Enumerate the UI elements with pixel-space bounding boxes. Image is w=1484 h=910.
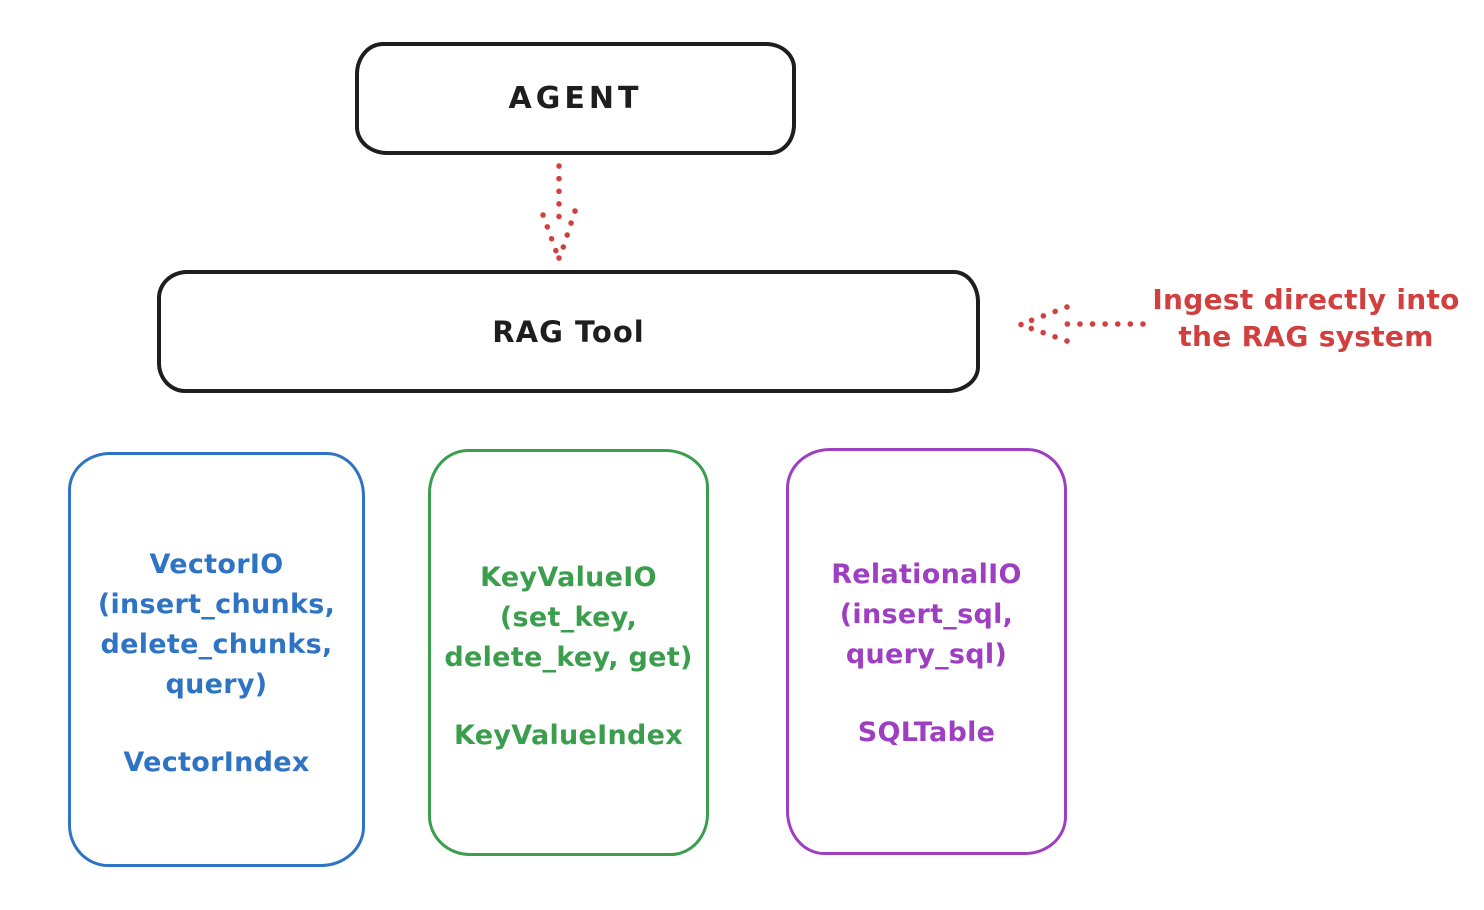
ingest-annotation: Ingest directly into the RAG system bbox=[1135, 281, 1477, 355]
agent-box: AGENT bbox=[355, 42, 796, 155]
vector-io-box: VectorIO (insert_chunks, delete_chunks, … bbox=[68, 452, 365, 867]
vector-index-label: VectorIndex bbox=[123, 747, 310, 778]
arrow-left-dotted-icon bbox=[1018, 304, 1146, 344]
ingest-annotation-line1: Ingest directly into bbox=[1152, 283, 1460, 316]
vector-io-method-line: delete_chunks, bbox=[100, 629, 333, 660]
relational-io-box: RelationalIO (insert_sql, query_sql) SQL… bbox=[786, 448, 1067, 855]
keyvalue-index-label: KeyValueIndex bbox=[453, 720, 683, 751]
relational-io-method-line: (insert_sql, bbox=[839, 599, 1014, 630]
sql-table-label: SQLTable bbox=[857, 717, 996, 748]
vector-io-title: VectorIO bbox=[149, 549, 284, 580]
agent-label: AGENT bbox=[508, 81, 643, 116]
keyvalue-io-method-line: (set_key, bbox=[499, 602, 638, 633]
keyvalue-io-method-line: delete_key, get) bbox=[444, 642, 693, 673]
ingest-annotation-line2: the RAG system bbox=[1178, 320, 1434, 353]
rag-tool-label: RAG Tool bbox=[492, 314, 645, 349]
vector-io-method-line: (insert_chunks, bbox=[97, 589, 336, 620]
keyvalue-io-title: KeyValueIO bbox=[480, 562, 657, 593]
relational-io-title: RelationalIO bbox=[831, 559, 1022, 590]
keyvalue-io-box: KeyValueIO (set_key, delete_key, get) Ke… bbox=[428, 449, 709, 856]
vector-io-method-line: query) bbox=[165, 669, 268, 700]
rag-tool-box: RAG Tool bbox=[157, 270, 980, 393]
arrow-down-dotted-icon bbox=[540, 163, 578, 261]
relational-io-method-line: query_sql) bbox=[845, 639, 1008, 670]
